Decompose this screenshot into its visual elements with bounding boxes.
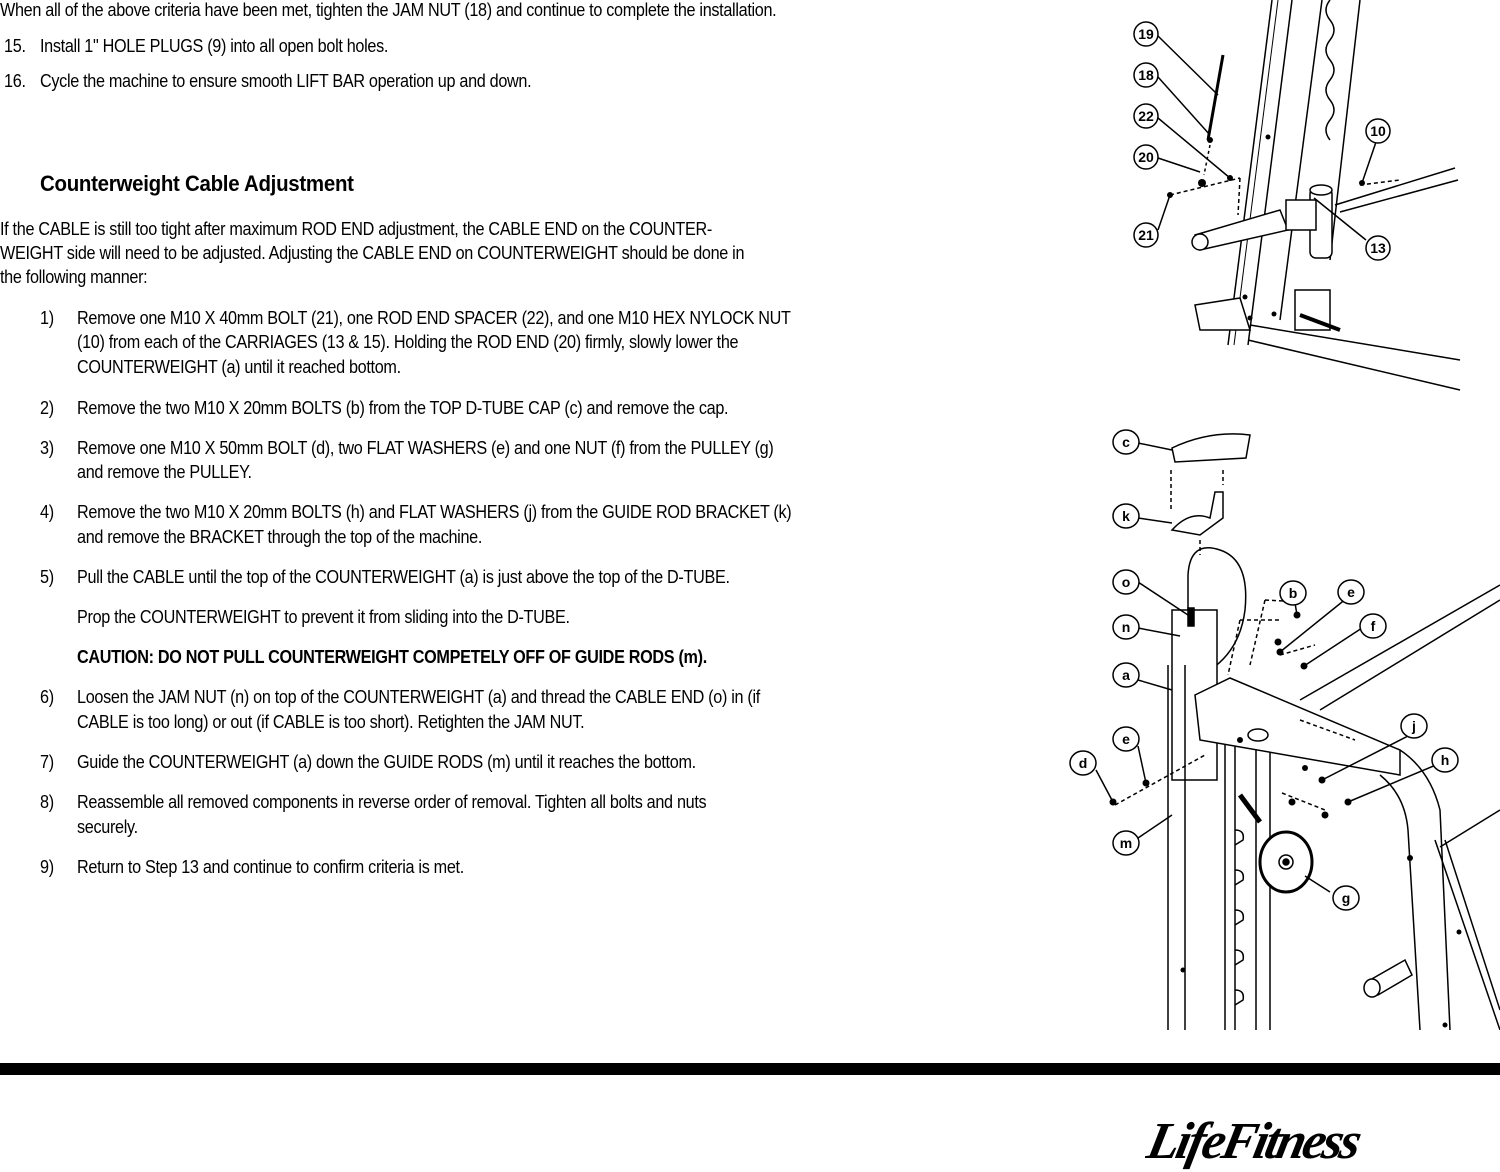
callout-21: 21 (1133, 222, 1159, 248)
step-line: Remove one M10 X 40mm BOLT (21), one ROD… (77, 308, 791, 328)
svg-text:j: j (1411, 718, 1416, 734)
step-number: 4) (40, 502, 54, 522)
svg-text:o: o (1122, 574, 1131, 590)
svg-text:g: g (1342, 890, 1351, 906)
step-line: and remove the BRACKET through the top o… (77, 527, 483, 547)
callout-g: g (1332, 885, 1360, 911)
step-line: Guide the COUNTERWEIGHT (a) down the GUI… (77, 752, 696, 772)
svg-text:22: 22 (1138, 108, 1154, 124)
step-number: 15. (4, 36, 26, 56)
svg-text:LifeFitness: LifeFitness (1145, 1113, 1366, 1170)
callout-e-left: e (1112, 726, 1140, 752)
svg-text:c: c (1122, 434, 1130, 450)
svg-text:e: e (1122, 731, 1130, 747)
step-number: 1) (40, 308, 54, 328)
step-number: 8) (40, 792, 54, 812)
callout-19: 19 (1133, 21, 1159, 47)
step-line: and remove the PULLEY. (77, 462, 252, 482)
caution-note: CAUTION: DO NOT PULL COUNTERWEIGHT COMPE… (77, 647, 707, 667)
step-line: Remove the two M10 X 20mm BOLTS (h) and … (77, 502, 792, 522)
svg-text:13: 13 (1370, 240, 1386, 256)
life-fitness-logo: LifeFitness (1145, 1113, 1366, 1170)
callout-b: b (1279, 580, 1307, 606)
step-line: (10) from each of the CARRIAGES (13 & 15… (77, 332, 739, 352)
step-line: Loosen the JAM NUT (n) on top of the COU… (77, 687, 760, 707)
callout-10: 10 (1365, 118, 1391, 144)
callout-a: a (1112, 662, 1140, 688)
step-line: Reassemble all removed components in rev… (77, 792, 707, 812)
step-line: securely. (77, 817, 138, 837)
svg-text:n: n (1122, 619, 1131, 635)
paragraph-line: WEIGHT side will need to be adjusted. Ad… (0, 243, 745, 263)
svg-text:b: b (1289, 585, 1298, 601)
svg-text:e: e (1347, 584, 1355, 600)
svg-text:10: 10 (1370, 123, 1386, 139)
carriage-assembly-diagram: 19 18 22 20 21 10 13 (1133, 0, 1461, 391)
step-line: Remove one M10 X 50mm BOLT (d), two FLAT… (77, 438, 774, 458)
step-line: Remove the two M10 X 20mm BOLTS (b) from… (77, 398, 729, 418)
callout-13: 13 (1365, 235, 1391, 261)
step-number: 9) (40, 857, 54, 877)
svg-text:m: m (1120, 835, 1132, 851)
svg-text:f: f (1371, 618, 1376, 634)
svg-text:19: 19 (1138, 26, 1154, 42)
callout-c: c (1112, 429, 1140, 455)
callout-d: d (1069, 750, 1097, 776)
callout-n: n (1112, 614, 1140, 640)
step-line: CABLE is too long) or out (if CABLE is t… (77, 712, 585, 732)
callout-20: 20 (1133, 144, 1159, 170)
callout-e-right: e (1337, 579, 1365, 605)
callout-k: k (1112, 503, 1140, 529)
step-line: COUNTERWEIGHT (a) until it reached botto… (77, 357, 401, 377)
step-number: 5) (40, 567, 54, 587)
paragraph-line: the following manner: (0, 267, 148, 287)
section-title: Counterweight Cable Adjustment (40, 171, 354, 196)
svg-text:21: 21 (1138, 227, 1154, 243)
step-number: 3) (40, 438, 54, 458)
step-number: 16. (4, 71, 26, 91)
step-line: Pull the CABLE until the top of the COUN… (77, 567, 730, 587)
paragraph-line: If the CABLE is still too tight after ma… (0, 219, 712, 239)
callout-f: f (1359, 613, 1387, 639)
callout-h: h (1431, 747, 1459, 773)
svg-text:d: d (1079, 755, 1088, 771)
step-number: 7) (40, 752, 54, 772)
callout-m: m (1112, 830, 1140, 856)
svg-text:h: h (1441, 752, 1450, 768)
step-text: Install 1" HOLE PLUGS (9) into all open … (40, 36, 389, 56)
svg-text:k: k (1122, 508, 1130, 524)
svg-text:a: a (1122, 667, 1130, 683)
callout-o: o (1112, 569, 1140, 595)
callout-22: 22 (1133, 103, 1159, 129)
svg-text:20: 20 (1138, 149, 1154, 165)
footer-rule (0, 1063, 1500, 1075)
svg-text:18: 18 (1138, 67, 1154, 83)
intro-line: When all of the above criteria have been… (0, 0, 777, 20)
step-number: 2) (40, 398, 54, 418)
counterweight-assembly-diagram: c k o n a e d m (1069, 429, 1500, 1030)
step-note: Prop the COUNTERWEIGHT to prevent it fro… (77, 607, 570, 627)
step-text: Cycle the machine to ensure smooth LIFT … (40, 71, 532, 91)
callout-j: j (1400, 713, 1428, 739)
step-number: 6) (40, 687, 54, 707)
step-line: Return to Step 13 and continue to confir… (77, 857, 464, 877)
callout-18: 18 (1133, 62, 1159, 88)
